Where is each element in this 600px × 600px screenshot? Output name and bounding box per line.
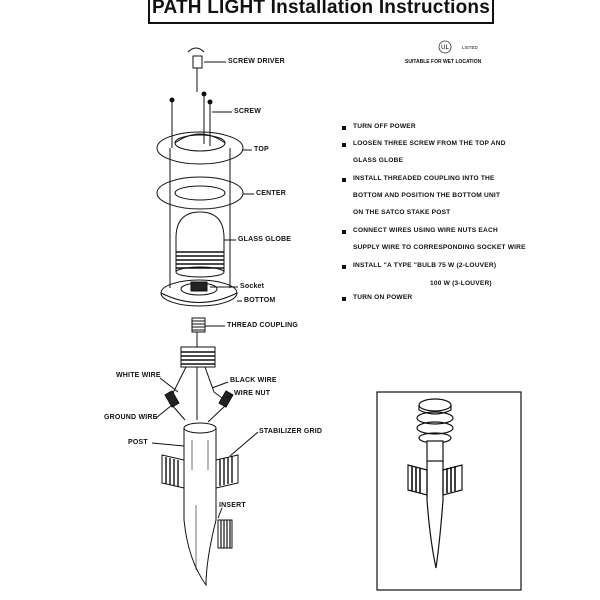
step-3-line-2: BOTTOM AND POSITION THE BOTTOM UNIT: [353, 192, 501, 199]
svg-text:UL: UL: [441, 45, 449, 51]
label-top: TOP: [254, 146, 269, 153]
screws-icon: [169, 91, 213, 148]
label-black-wire: BLACK WIRE: [230, 377, 277, 384]
step-1-line-1: TURN OFF POWER: [353, 123, 416, 130]
post-icon: [183, 422, 217, 498]
label-thread-coupling: THREAD COUPLING: [227, 322, 299, 329]
assembled-light-inset: [376, 391, 522, 591]
step-5-line-1: INSTALL "A TYPE "BULB 75 W (2-LOUVER): [353, 262, 497, 269]
label-stabilizer-grid: STABILIZER GRID: [259, 428, 323, 435]
ul-listed-mark: UL: [436, 40, 454, 59]
title-box: PATH LIGHT Installation Instructions: [148, 0, 494, 24]
page-title: PATH LIGHT Installation Instructions: [152, 0, 490, 18]
step-4-line-1: CONNECT WIRES USING WIRE NUTS EACH: [353, 227, 498, 234]
ul-listed-text: LISTED: [462, 45, 478, 50]
step-3-line-3: ON THE SATCO STAKE POST: [353, 209, 451, 216]
thread-coupling-icon: [191, 317, 206, 333]
insert-grid-icon: [217, 519, 233, 549]
stake-icon: [183, 498, 217, 587]
step-5-line-2: 100 W (3-LOUVER): [430, 280, 492, 287]
label-socket: Socket: [240, 283, 265, 290]
label-glass-globe: GLASS GLOBE: [238, 236, 292, 243]
step-2-line-1: LOOSEN THREE SCREW FROM THE TOP AND: [353, 140, 506, 147]
wire-block-icon: [171, 346, 223, 403]
step-6-line-1: TURN ON POWER: [353, 294, 413, 301]
step-4-line-2: SUPPLY WIRE TO CORRESPONDING SOCKET WIRE: [353, 244, 526, 251]
label-center: CENTER: [256, 190, 286, 197]
label-insert: INSERT: [219, 502, 246, 509]
ul-logo-icon: UL: [438, 40, 452, 54]
label-bottom: BOTTOM: [244, 297, 276, 304]
stabilizer-grid-icon: [161, 454, 239, 489]
glass-globe-icon: [175, 211, 225, 278]
bullet-icon: [342, 178, 346, 182]
label-ground-wire: GROUND WIRE: [104, 414, 158, 421]
label-screw: SCREW: [234, 108, 262, 115]
wire-nut-icon: [164, 390, 234, 408]
bullet-icon: [342, 230, 346, 234]
label-screw-driver: SCREW DRIVER: [228, 58, 285, 65]
bullet-icon: [342, 143, 346, 147]
step-2-line-2: GLASS GLOBE: [353, 157, 404, 164]
label-white-wire: WHITE WIRE: [116, 372, 161, 379]
bullet-icon: [342, 265, 346, 269]
label-wire-nut: WIRE NUT: [234, 390, 271, 397]
center-disc-icon: [156, 176, 244, 210]
screwdriver-icon: [187, 47, 205, 92]
top-disc-icon: [156, 131, 244, 165]
bullet-icon: [342, 126, 346, 130]
label-post: POST: [128, 439, 148, 446]
step-3-line-1: INSTALL THREADED COUPLING INTO THE: [353, 175, 495, 182]
bullet-icon: [342, 297, 346, 301]
wet-location-text: SUITABLE FOR WET LOCATION: [405, 59, 482, 65]
socket-bottom-icon: [160, 279, 238, 307]
